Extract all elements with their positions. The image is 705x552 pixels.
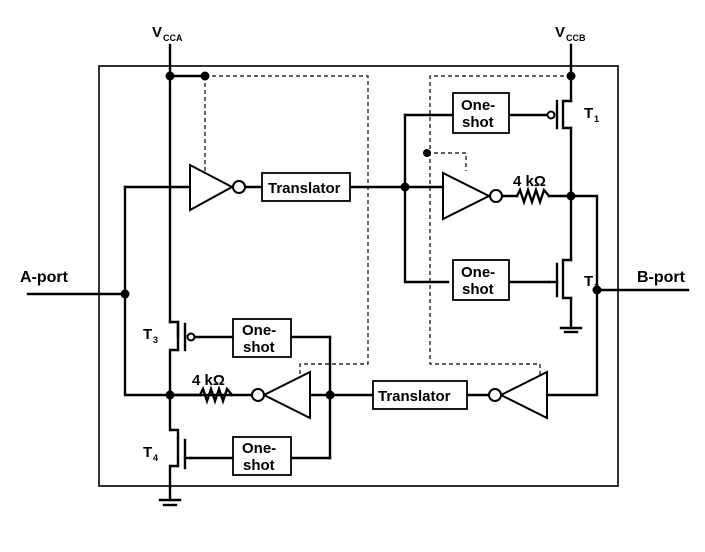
svg-text:T: T (143, 444, 152, 461)
svg-text:V: V (555, 24, 565, 41)
resistor-bottom-label: 4 kΩ (192, 372, 225, 389)
ground-symbol-left (158, 498, 182, 507)
control-dashed-lines (204, 75, 571, 375)
svg-text:One-: One- (461, 264, 495, 281)
svg-text:Translator: Translator (378, 388, 451, 405)
svg-text:One-: One- (242, 322, 276, 339)
resistor-bottom (198, 385, 234, 405)
resistor-top-label: 4 kΩ (513, 173, 546, 190)
vccb-label: V CCB (555, 24, 586, 43)
svg-text:One-: One- (242, 440, 276, 457)
t1-label: T 1 (584, 105, 599, 124)
buffer-a-output (251, 370, 311, 420)
junction-dots (120, 71, 602, 400)
buffer-b-output (442, 171, 503, 221)
svg-text:T: T (584, 105, 593, 122)
svg-text:T: T (143, 326, 152, 343)
one-shot-t4: One- shot (232, 436, 292, 476)
svg-text:CCB: CCB (566, 33, 586, 43)
one-shot-t1: One- shot (452, 92, 510, 134)
t4-label: T 4 (143, 444, 158, 463)
svg-text:T: T (584, 273, 593, 290)
ground-symbol-right (559, 320, 583, 334)
buffer-a-to-b (189, 163, 246, 212)
buffer-b-to-a (488, 370, 548, 420)
resistor-top (515, 186, 551, 206)
svg-text:V: V (152, 24, 162, 41)
svg-text:Translator: Translator (268, 180, 341, 197)
svg-text:One-: One- (461, 97, 495, 114)
svg-text:1: 1 (594, 114, 599, 124)
svg-text:3: 3 (153, 335, 158, 345)
svg-text:CCA: CCA (163, 33, 183, 43)
svg-text:4: 4 (153, 453, 158, 463)
t3-label: T 3 (143, 326, 158, 345)
translator-top: Translator (261, 172, 351, 202)
t3-gate-bubble (186, 332, 196, 342)
one-shot-t2: One- shot (452, 259, 510, 301)
svg-text:shot: shot (243, 457, 275, 474)
wires (26, 43, 690, 502)
b-port-label: B-port (637, 269, 686, 286)
one-shot-t3: One- shot (232, 318, 292, 358)
svg-text:shot: shot (462, 114, 494, 131)
a-port-label: A-port (20, 269, 69, 286)
vcca-label: V CCA (152, 24, 183, 43)
svg-text:shot: shot (462, 281, 494, 298)
t1-gate-bubble (546, 110, 556, 120)
translator-bottom: Translator (372, 380, 468, 410)
ic-boundary (98, 65, 619, 487)
svg-text:shot: shot (243, 339, 275, 356)
